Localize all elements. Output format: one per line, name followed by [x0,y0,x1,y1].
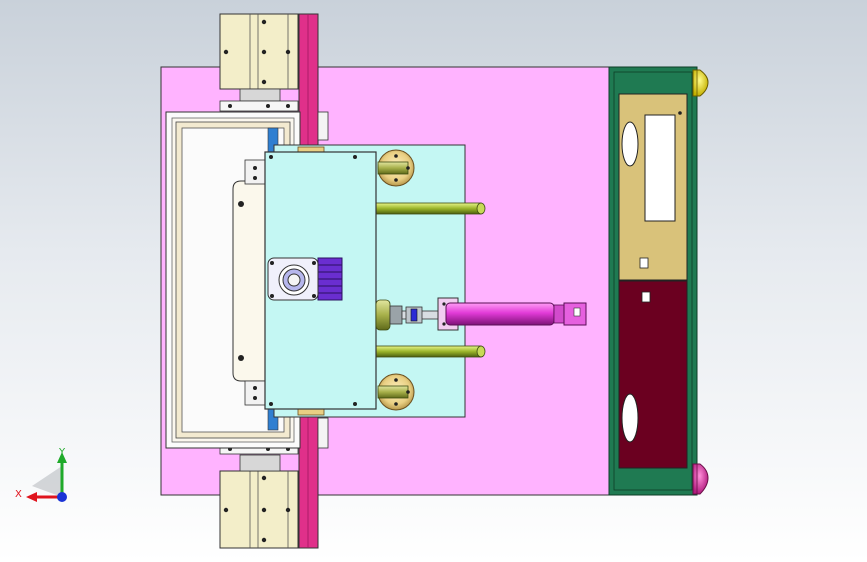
oval-cutout-top [621,121,639,167]
guide-rod-upper[interactable] [375,202,486,215]
x-axis-label: X [15,489,22,500]
guide-rod-lower[interactable] [375,345,486,358]
bottom-slider-block[interactable] [219,443,299,549]
yellow-bumper [692,69,709,97]
oval-cutout-bottom [621,393,639,443]
flange-bottom[interactable] [377,373,415,411]
rail-bracket-bottom [317,417,329,449]
indicator-lower[interactable] [641,291,651,303]
pink-bumper [692,463,709,495]
side-strip-plate[interactable] [232,159,266,406]
y-axis-arrow [57,452,67,463]
y-axis-label: Y [58,447,66,458]
x-axis-arrow [26,492,37,502]
z-axis-dot [57,492,67,502]
indicator-upper[interactable] [639,257,649,269]
display-window[interactable] [644,114,676,222]
pneumatic-cylinder[interactable] [437,297,587,331]
control-cabinet[interactable] [608,66,698,496]
top-slider-block[interactable] [219,13,299,112]
piston-rod[interactable] [401,306,439,324]
gearbox-assembly[interactable] [267,257,343,301]
center-boss[interactable] [375,299,403,331]
axis-triad: Y X [15,447,67,502]
flange-top[interactable] [377,149,415,187]
triad-floor-shadow [32,466,62,497]
rail-bracket-top [317,111,329,141]
